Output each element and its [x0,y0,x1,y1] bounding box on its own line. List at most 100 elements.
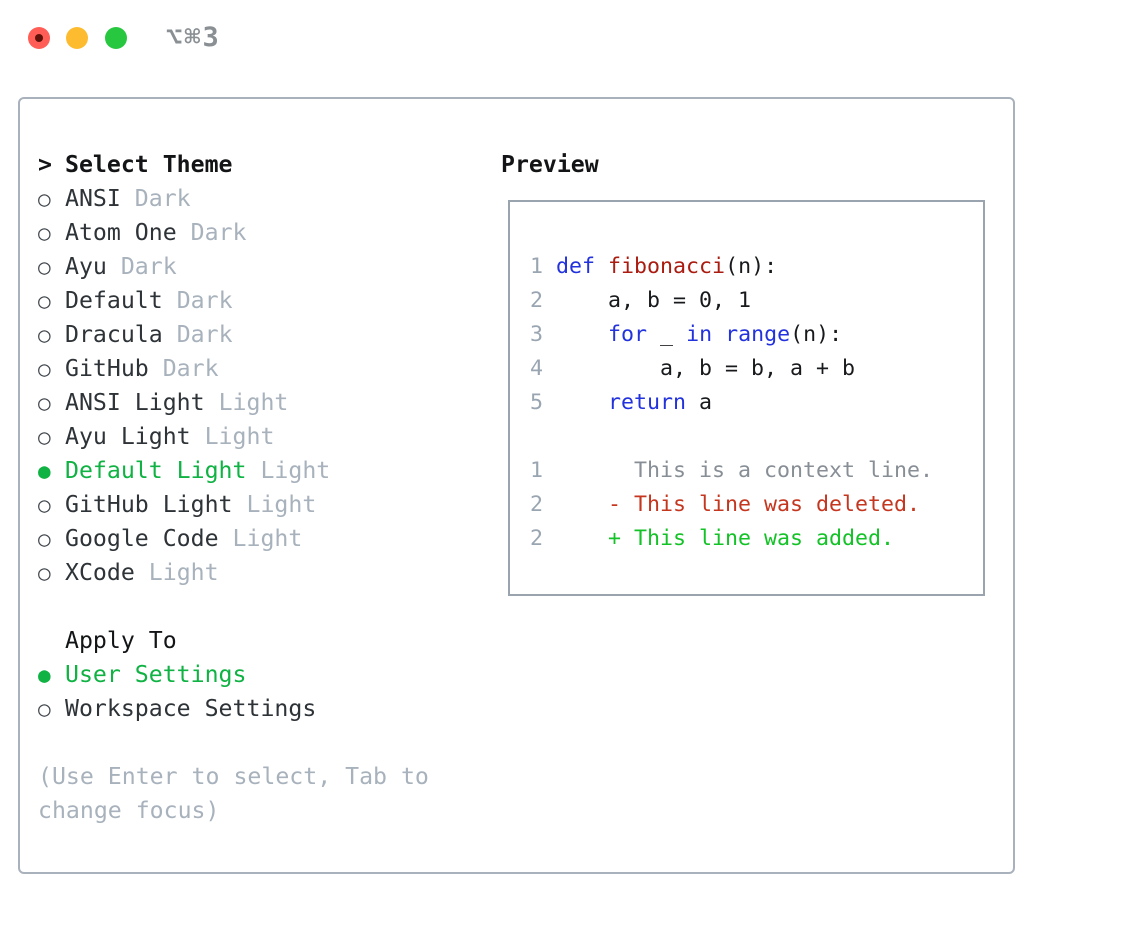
keyboard-hint-text: change focus) [38,797,220,824]
theme-variant-label: Light [134,559,219,586]
line-number: 4 [530,356,557,381]
radio-unselected-icon: ○ [38,323,51,347]
line-number: 2 [530,492,609,517]
diff-text: This is a context line. [608,458,934,483]
zoom-button-icon[interactable] [105,27,127,49]
apply-option-user-settings[interactable]: ● User Settings [38,658,1013,692]
theme-variant-label: Dark [106,253,177,280]
theme-option-ayu-dark[interactable]: ○ Ayu Dark [38,250,1013,284]
code-token-function: fibonacci [608,254,726,279]
apply-to-title: Apply To [65,627,177,654]
theme-option-ayu-light-light[interactable]: ○ Ayu Light Light [38,420,1013,454]
code-token-keyword: for [608,322,648,347]
code-line: 5 return a [530,386,983,420]
theme-option-ansi-light-light[interactable]: ○ ANSI Light Light [38,386,1013,420]
radio-unselected-icon: ○ [38,527,51,551]
theme-variant-label: Light [232,491,317,518]
theme-option-default-light-light[interactable]: ●Default Light Light [38,454,1013,488]
line-number: 5 [530,390,557,415]
theme-name-label: XCode [65,559,135,586]
radio-unselected-icon: ○ [38,425,51,449]
theme-option-xcode-light[interactable]: ○ XCode Light [38,556,1013,590]
diff-line-context: 1 This is a context line. [530,454,983,488]
radio-unselected-icon: ○ [38,255,51,279]
code-token-plain [595,254,608,279]
theme-variant-label: Dark [162,321,233,348]
theme-option-default-dark[interactable]: ○ Default Dark [38,284,1013,318]
line-number: 2 [530,288,557,313]
code-token-plain: a [686,390,713,415]
close-button-icon[interactable] [28,27,50,49]
radio-selected-icon: ● [38,663,51,687]
diff-text: - This line was deleted. [608,492,921,517]
theme-option-dracula-dark[interactable]: ○ Dracula Dark [38,318,1013,352]
theme-name-label: GitHub Light [65,491,233,518]
apply-option-label: User Settings [65,661,247,688]
radio-unselected-icon: ○ [38,697,51,721]
theme-name-label: ANSI Light [65,389,205,416]
theme-name-label: Atom One [65,219,177,246]
theme-variant-label: Light [246,457,331,484]
theme-variant-label: Light [218,525,303,552]
diff-preview: 1 This is a context line.2 - This line w… [530,454,983,556]
radio-unselected-icon: ○ [38,357,51,381]
apply-option-label: Workspace Settings [65,695,317,722]
code-line: 1 def fibonacci(n): [530,250,983,284]
cursor-icon: > [38,151,52,178]
theme-list-header: > Select Theme [38,148,1013,182]
radio-unselected-icon: ○ [38,391,51,415]
theme-option-google-code-light[interactable]: ○ Google Code Light [38,522,1013,556]
code-token-plain: a, b = 0, 1 [556,288,752,313]
theme-name-label: Default [65,287,163,314]
theme-name-label: GitHub [65,355,149,382]
code-line: 3 for _ in range(n): [530,318,983,352]
blank-marker [38,624,65,658]
theme-option-github-light-light[interactable]: ○ GitHub Light Light [38,488,1013,522]
theme-list-title: Select Theme [65,151,233,178]
keyboard-hint-text: (Use Enter to select, Tab to [38,763,429,790]
theme-variant-label: Dark [162,287,233,314]
line-number: 3 [530,322,557,347]
radio-unselected-icon: ○ [38,289,51,313]
titlebar: ⌥⌘3 [0,0,1140,76]
apply-to-header: Apply To [38,624,1013,658]
theme-variant-label: Light [204,389,289,416]
theme-option-github-dark[interactable]: ○GitHub Dark [38,352,1013,386]
diff-line-added: 2 + This line was added. [530,522,983,556]
code-token-plain [556,390,608,415]
apply-option-workspace-settings[interactable]: ○ Workspace Settings [38,692,1013,726]
code-token-keyword: in [686,322,713,347]
theme-option-atom-one-dark[interactable]: ○ Atom One Dark [38,216,1013,250]
radio-unselected-icon: ○ [38,561,51,585]
theme-list: >Select Theme○ANSI Dark○Atom One Dark○Ay… [38,148,1013,828]
picker-panel: >Select Theme○ANSI Dark○Atom One Dark○Ay… [18,97,1015,874]
theme-variant-label: Dark [120,185,191,212]
theme-name-label: Ayu [65,253,107,280]
unsaved-dot-icon [35,34,43,42]
theme-name-label: Ayu Light [65,423,191,450]
radio-unselected-icon: ○ [38,493,51,517]
theme-option-ansi-dark[interactable]: ○ANSI Dark [38,182,1013,216]
code-token-plain: (n): [790,322,843,347]
theme-variant-label: Light [190,423,275,450]
theme-variant-label: Dark [176,219,247,246]
code-token-plain: (n): [725,254,778,279]
theme-name-label: Dracula [65,321,163,348]
blank-line [530,420,983,454]
line-number: 1 [530,254,557,279]
preview-title: Preview [501,151,599,178]
radio-unselected-icon: ○ [38,187,51,211]
theme-name-label: Google Code [65,525,219,552]
code-token-plain: _ [647,322,687,347]
diff-line-deleted: 2 - This line was deleted. [530,488,983,522]
code-token-keyword: range [725,322,791,347]
line-number: 2 [530,526,609,551]
line-number: 1 [530,458,609,483]
code-token-keyword: def [556,254,596,279]
theme-name-label: Default Light [65,457,247,484]
minimize-button-icon[interactable] [66,27,88,49]
radio-unselected-icon: ○ [38,221,51,245]
